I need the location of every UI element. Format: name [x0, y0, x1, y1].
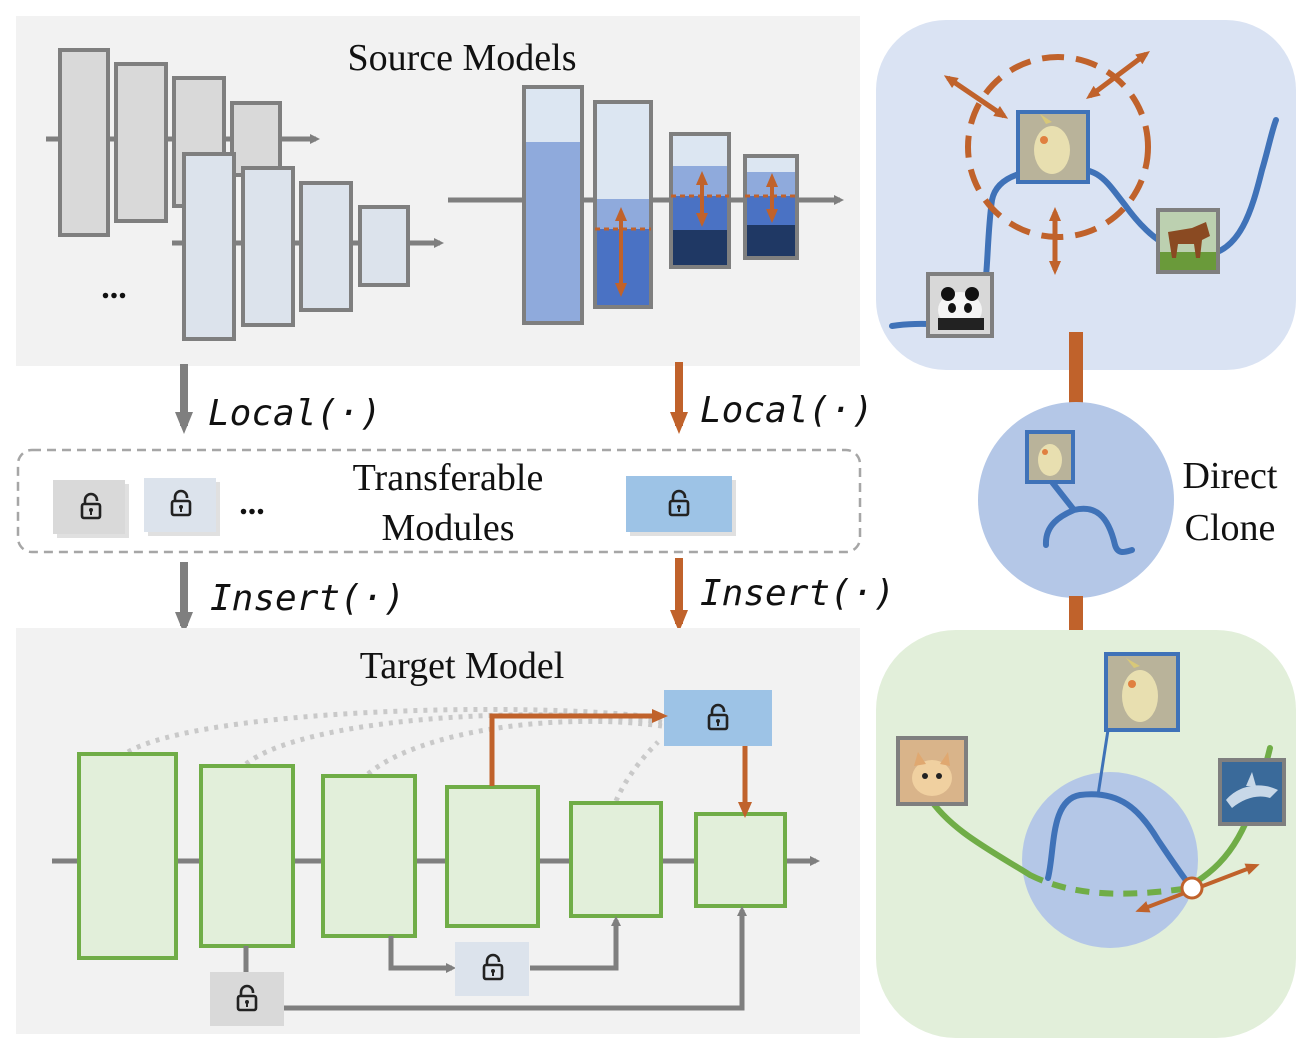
cockatiel-thumbnail [1025, 430, 1075, 484]
source-model-blue-stack [448, 85, 844, 325]
clone-circle [978, 402, 1174, 598]
inserted-blue-module [664, 690, 772, 746]
shark-thumbnail [1218, 758, 1286, 826]
cat-thumbnail [896, 736, 968, 806]
direct-clone-label-line1: Direct [1183, 455, 1278, 497]
gray-route-from-low-module [284, 906, 747, 1011]
target-model-title: Target Model [360, 645, 565, 687]
horse-thumbnail [1156, 208, 1220, 274]
insertion-point [1180, 876, 1204, 900]
panda-thumbnail [926, 272, 994, 338]
source-model-stack-front [172, 152, 444, 341]
insert-op-label-left: Insert(·) [210, 578, 405, 619]
transferable-title-line1: Transferable [353, 457, 544, 499]
cockatiel-pointer [1096, 729, 1110, 796]
transferable-module-gray [53, 480, 129, 538]
transferable-module-bluegray [144, 478, 220, 536]
transferable-ellipsis: ... [239, 485, 265, 522]
gray-route-from-mid-module [530, 916, 621, 971]
transferable-module-blue [626, 476, 736, 536]
orange-route-to-module [489, 709, 668, 786]
gray-route-to-mid-module [388, 936, 456, 973]
transferable-modules-box [16, 448, 862, 554]
cockatiel-thumbnail [1016, 110, 1090, 184]
cockatiel-thumbnail [1104, 652, 1180, 732]
source-models-title: Source Models [347, 37, 576, 79]
cloned-curve [1043, 479, 1135, 555]
perturbation-arrows [943, 51, 1150, 275]
transferable-title-line2: Modules [382, 507, 515, 549]
local-op-label-right: Local(·) [700, 390, 873, 431]
direct-clone-label-line2: Clone [1185, 507, 1276, 549]
local-op-label-left: Local(·) [208, 393, 381, 434]
insert-op-label-right: Insert(·) [700, 573, 895, 614]
target-curve-left [925, 793, 1033, 878]
source-ellipsis: ... [101, 269, 127, 306]
target-layers [77, 752, 787, 960]
inserted-gray-module-low [210, 972, 284, 1026]
inserted-gray-module-mid [455, 942, 529, 996]
